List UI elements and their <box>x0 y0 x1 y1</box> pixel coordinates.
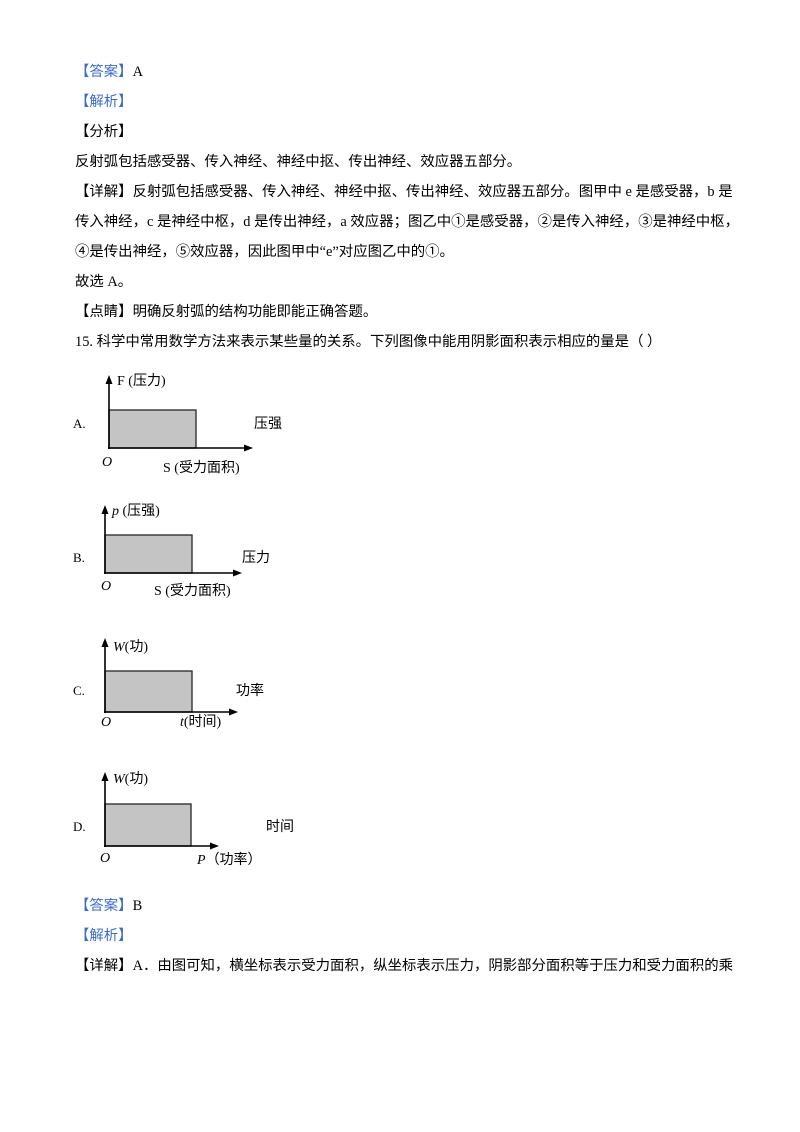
analysis-tag: 【解析】 <box>75 928 133 944</box>
detail-tag: 【详解】 <box>75 958 133 974</box>
x-axis-arrow-icon <box>233 569 242 577</box>
origin-label: O <box>102 455 112 470</box>
option-label: B. <box>73 550 85 565</box>
tip-text: 明确反射弧的结构功能即能正确答题。 <box>132 304 378 320</box>
y-axis-arrow-icon <box>101 638 109 647</box>
y-axis-arrow-icon <box>105 375 113 384</box>
q15-answer-line: 【答案】B <box>75 896 142 916</box>
x-axis-label: S (受力面积) <box>163 460 240 476</box>
answer-tag: 【答案】 <box>75 898 133 914</box>
y-axis-label: W(功) <box>113 639 148 655</box>
q14-tip-line: 【点睛】明确反射弧的结构功能即能正确答题。 <box>75 302 377 322</box>
option-quantity: 功率 <box>236 682 264 699</box>
y-axis-unit: (压力) <box>125 373 166 389</box>
y-axis-arrow-icon <box>101 772 109 781</box>
origin-label: O <box>101 579 111 594</box>
x-axis-label: P（功率） <box>196 851 262 868</box>
option-b: B. p (压强) O S (受力面积) 压力 <box>73 504 270 599</box>
q14-summary-text: 反射弧包括感受器、传入神经、神经中抠、传出神经、效应器五部分。 <box>75 154 522 170</box>
detail-tag: 【详解】 <box>75 184 133 200</box>
x-axis-symbol: S <box>154 584 162 599</box>
detail-text: 反射弧包括感受器、传入神经、神经中抠、传出神经、效应器五部分。图甲中 e 是感受… <box>132 184 733 200</box>
x-axis-symbol: P <box>196 853 206 868</box>
origin-label: O <box>101 715 111 730</box>
option-c: C. W(功) O t(时间) 功率 <box>73 638 264 730</box>
option-label: C. <box>73 683 85 698</box>
x-axis-unit: (受力面积) <box>162 583 231 599</box>
shaded-area <box>104 803 192 847</box>
analysis-tag: 【解析】 <box>75 94 133 110</box>
answer-value: B <box>132 898 143 914</box>
y-axis-unit: (压强) <box>119 504 160 519</box>
summary-tag: 【分析】 <box>75 124 133 140</box>
y-axis-label: F (压力) <box>117 373 166 389</box>
x-axis-symbol: S <box>163 461 171 476</box>
q14-conclusion: 故选 A。 <box>75 274 133 290</box>
x-axis-arrow-icon <box>210 842 219 850</box>
option-label: D. <box>73 819 86 834</box>
option-quantity: 时间 <box>266 819 294 835</box>
shaded-area <box>108 409 197 449</box>
x-axis-label: S (受力面积) <box>154 583 231 599</box>
q15-stem-line: 15. 科学中常用数学方法来表示某些量的关系。下列图像中能用阴影面积表示相应的量… <box>75 332 661 352</box>
question-number: 15. <box>75 334 93 350</box>
x-axis-symbol: t <box>180 715 185 730</box>
q14-summary-tag-line: 【分析】 <box>75 122 133 142</box>
y-axis-unit: (功) <box>125 771 149 787</box>
x-axis-arrow-icon <box>229 708 238 716</box>
q15-analysis-line: 【解析】 <box>75 926 133 946</box>
q14-analysis-line: 【解析】 <box>75 92 133 112</box>
y-axis-label: p (压强) <box>111 504 160 519</box>
shaded-area <box>104 670 193 713</box>
y-axis-label: W(功) <box>113 771 148 787</box>
y-axis-symbol: W <box>113 772 126 787</box>
option-label: A. <box>73 416 86 431</box>
answer-value: A <box>132 64 143 80</box>
x-axis-unit: (受力面积) <box>171 460 240 476</box>
q14-detail-line-2: 传入神经，c 是神经中枢，d 是传出神经，a 效应器；图乙中①是感受器，②是传入… <box>75 214 739 230</box>
y-axis-symbol: p <box>111 504 119 519</box>
y-axis-unit: (功) <box>125 639 149 655</box>
option-quantity: 压力 <box>242 550 270 566</box>
y-axis-symbol: F <box>117 374 125 389</box>
answer-tag: 【答案】 <box>75 64 133 80</box>
tip-tag: 【点睛】 <box>75 304 133 320</box>
option-a: A. F (压力) O S (受力面积) 压强 <box>73 373 282 476</box>
y-axis-arrow-icon <box>101 505 109 514</box>
q15-detail-line: 【详解】A．由图可知，横坐标表示受力面积，纵坐标表示压力，阴影部分面积等于压力和… <box>75 956 733 976</box>
x-axis-unit: (时间) <box>184 714 222 730</box>
option-d: D. W(功) O P（功率） 时间 <box>73 771 294 868</box>
q14-answer-line: 【答案】A <box>75 62 143 82</box>
shaded-area <box>104 534 193 574</box>
q14-detail-line-1: 【详解】反射弧包括感受器、传入神经、神经中抠、传出神经、效应器五部分。图甲中 e… <box>75 182 733 202</box>
x-axis-label: t(时间) <box>180 714 222 730</box>
x-axis-arrow-icon <box>244 444 253 452</box>
question-stem: 科学中常用数学方法来表示某些量的关系。下列图像中能用阴影面积表示相应的量是（ ） <box>96 334 662 350</box>
option-quantity: 压强 <box>254 417 282 432</box>
detail-text: A．由图可知，横坐标表示受力面积，纵坐标表示压力，阴影部分面积等于压力和受力面积… <box>132 958 733 974</box>
origin-label: O <box>100 851 110 866</box>
y-axis-symbol: W <box>113 640 126 655</box>
x-axis-unit: （功率） <box>206 851 262 868</box>
q14-detail-line-3: ④是传出神经，⑤效应器，因此图甲中“e”对应图乙中的①。 <box>75 244 454 260</box>
